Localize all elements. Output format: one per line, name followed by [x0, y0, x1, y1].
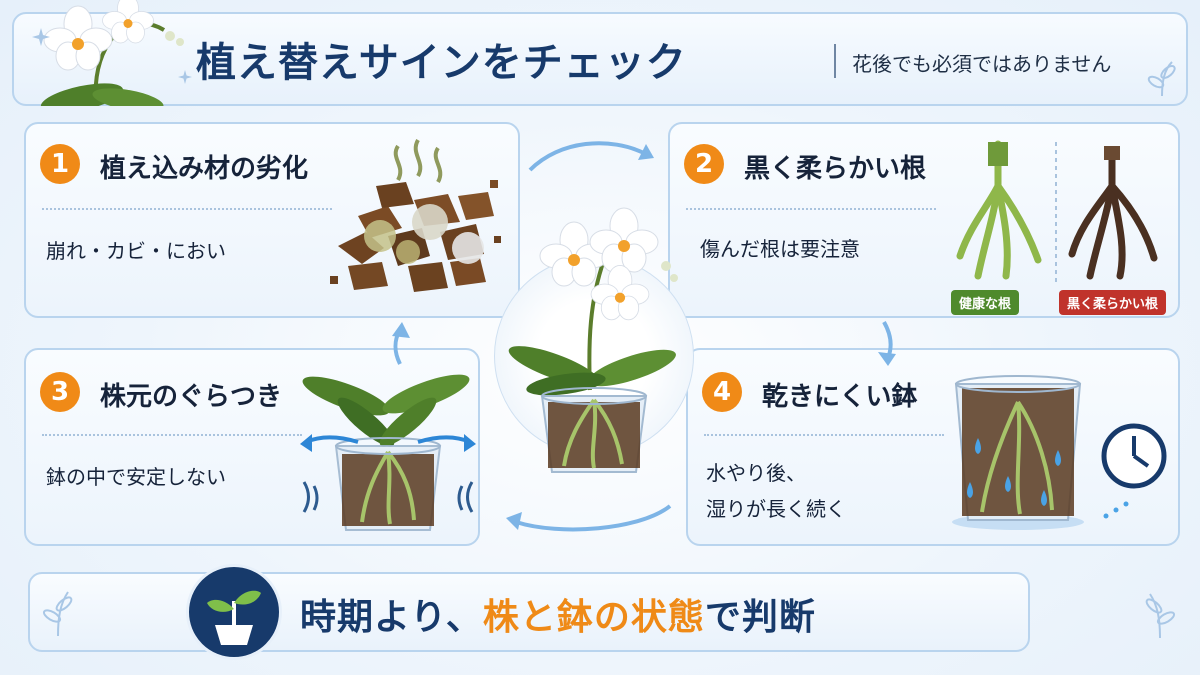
leaf-decoration-icon — [1145, 593, 1176, 639]
page-title: 植え替えサインをチェック — [196, 40, 687, 86]
cycle-arrow-icon — [878, 321, 896, 366]
card-2-separator — [686, 208, 936, 210]
card-1-separator — [42, 208, 332, 210]
clock-icon — [1101, 423, 1167, 519]
title-divider — [834, 44, 836, 78]
roots-icon — [956, 140, 1158, 284]
card-4-description-line2: 湿りが長く続く — [706, 497, 846, 521]
sparkle-icon — [32, 28, 50, 46]
card-4 — [686, 348, 1180, 546]
sparkle-icon — [178, 70, 192, 84]
plant-in-pot-icon — [508, 207, 678, 473]
card-3-title: 株元のぐらつき — [100, 382, 283, 412]
card-3-description: 鉢の中で安定しない — [46, 465, 226, 489]
leaf-decoration-icon — [1147, 61, 1176, 97]
wet-pot-icon — [952, 375, 1084, 530]
pot-icon — [302, 374, 474, 531]
page-subtitle: 花後でも必須ではありません — [852, 52, 1112, 76]
banner-text-after: で判断 — [704, 597, 816, 638]
card-2-number: 2 — [684, 144, 724, 184]
card-4-separator — [704, 434, 944, 436]
cycle-arrow-icon — [528, 141, 654, 172]
wobble-arrows-icon — [300, 434, 476, 452]
card-1-title: 植え込み材の劣化 — [100, 154, 309, 184]
card-4-description-line1: 水やり後、 — [706, 461, 806, 485]
card-2-description: 傷んだ根は要注意 — [700, 237, 860, 261]
card-1-number: 1 — [40, 144, 80, 184]
banner-text-before: 時期より、 — [300, 597, 483, 638]
healthy-root-label: 健康な根 — [951, 290, 1020, 315]
card-3-separator — [42, 434, 302, 436]
card-3-number: 3 — [40, 372, 80, 412]
header-panel — [12, 12, 1188, 106]
cycle-arrow-icon — [506, 504, 672, 532]
card-2 — [668, 122, 1180, 318]
plant-badge — [186, 564, 282, 660]
bark-mix-icon — [330, 139, 501, 292]
banner-message: 時期より、株と鉢の状態で判断 — [300, 588, 816, 640]
card-2-title: 黒く柔らかい根 — [744, 154, 927, 184]
leaf-decoration-icon — [42, 591, 73, 637]
card-1-description: 崩れ・カビ・におい — [46, 239, 226, 263]
banner-highlight: 株と鉢の状態 — [482, 597, 705, 638]
orchid-icon — [40, 0, 184, 106]
seedling-icon — [207, 590, 261, 645]
cycle-arrow-icon — [392, 322, 410, 365]
card-4-number: 4 — [702, 372, 742, 412]
card-4-title: 乾きにくい鉢 — [762, 382, 918, 412]
damaged-root-label: 黒く柔らかい根 — [1059, 290, 1167, 315]
